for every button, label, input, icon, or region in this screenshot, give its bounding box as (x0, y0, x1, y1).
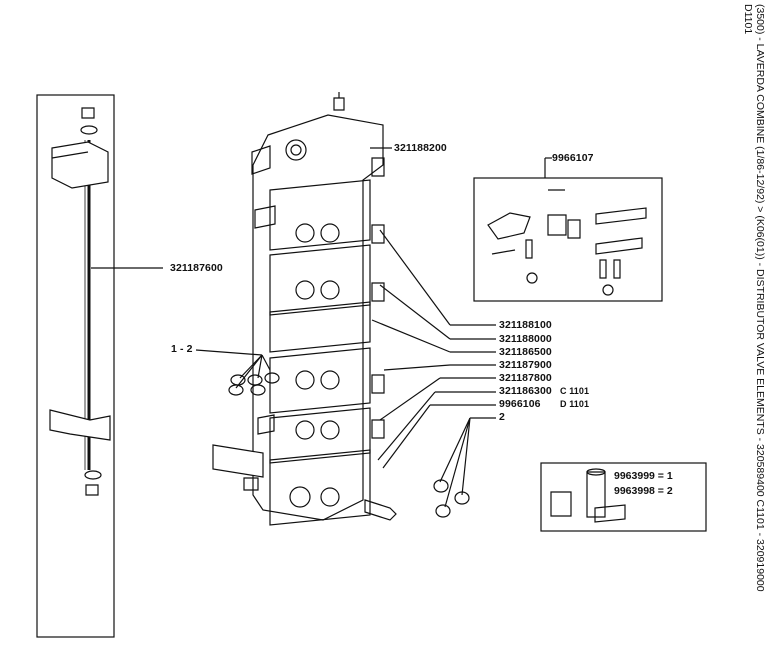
label-washers-left: 1 - 2 (171, 343, 193, 355)
label-part-3: 321186500 (499, 346, 552, 358)
legend-line-1: 9963999 = 1 (614, 470, 673, 482)
kit-box (473, 177, 663, 302)
valve-sections (269, 179, 371, 526)
label-part-4: 321187900 (499, 359, 552, 371)
label-part-c-suffix: C 1101 (560, 386, 590, 396)
label-part-d-suffix: D 1101 (560, 399, 590, 409)
rod-frame (36, 94, 115, 638)
label-washers-right: 2 (499, 411, 505, 423)
label-part-2: 321188000 (499, 333, 552, 345)
label-top-fitting: 321188200 (394, 142, 447, 154)
label-part-1: 321188100 (499, 319, 552, 331)
label-rod: 321187600 (170, 262, 223, 274)
label-part-d: 9966106 (499, 398, 541, 410)
label-part-5: 321187800 (499, 372, 552, 384)
legend-box (540, 462, 707, 532)
legend-line-2: 9963998 = 2 (614, 485, 673, 497)
label-kit-top: 9966107 (552, 152, 594, 164)
label-part-c: 321186300 (499, 385, 552, 397)
